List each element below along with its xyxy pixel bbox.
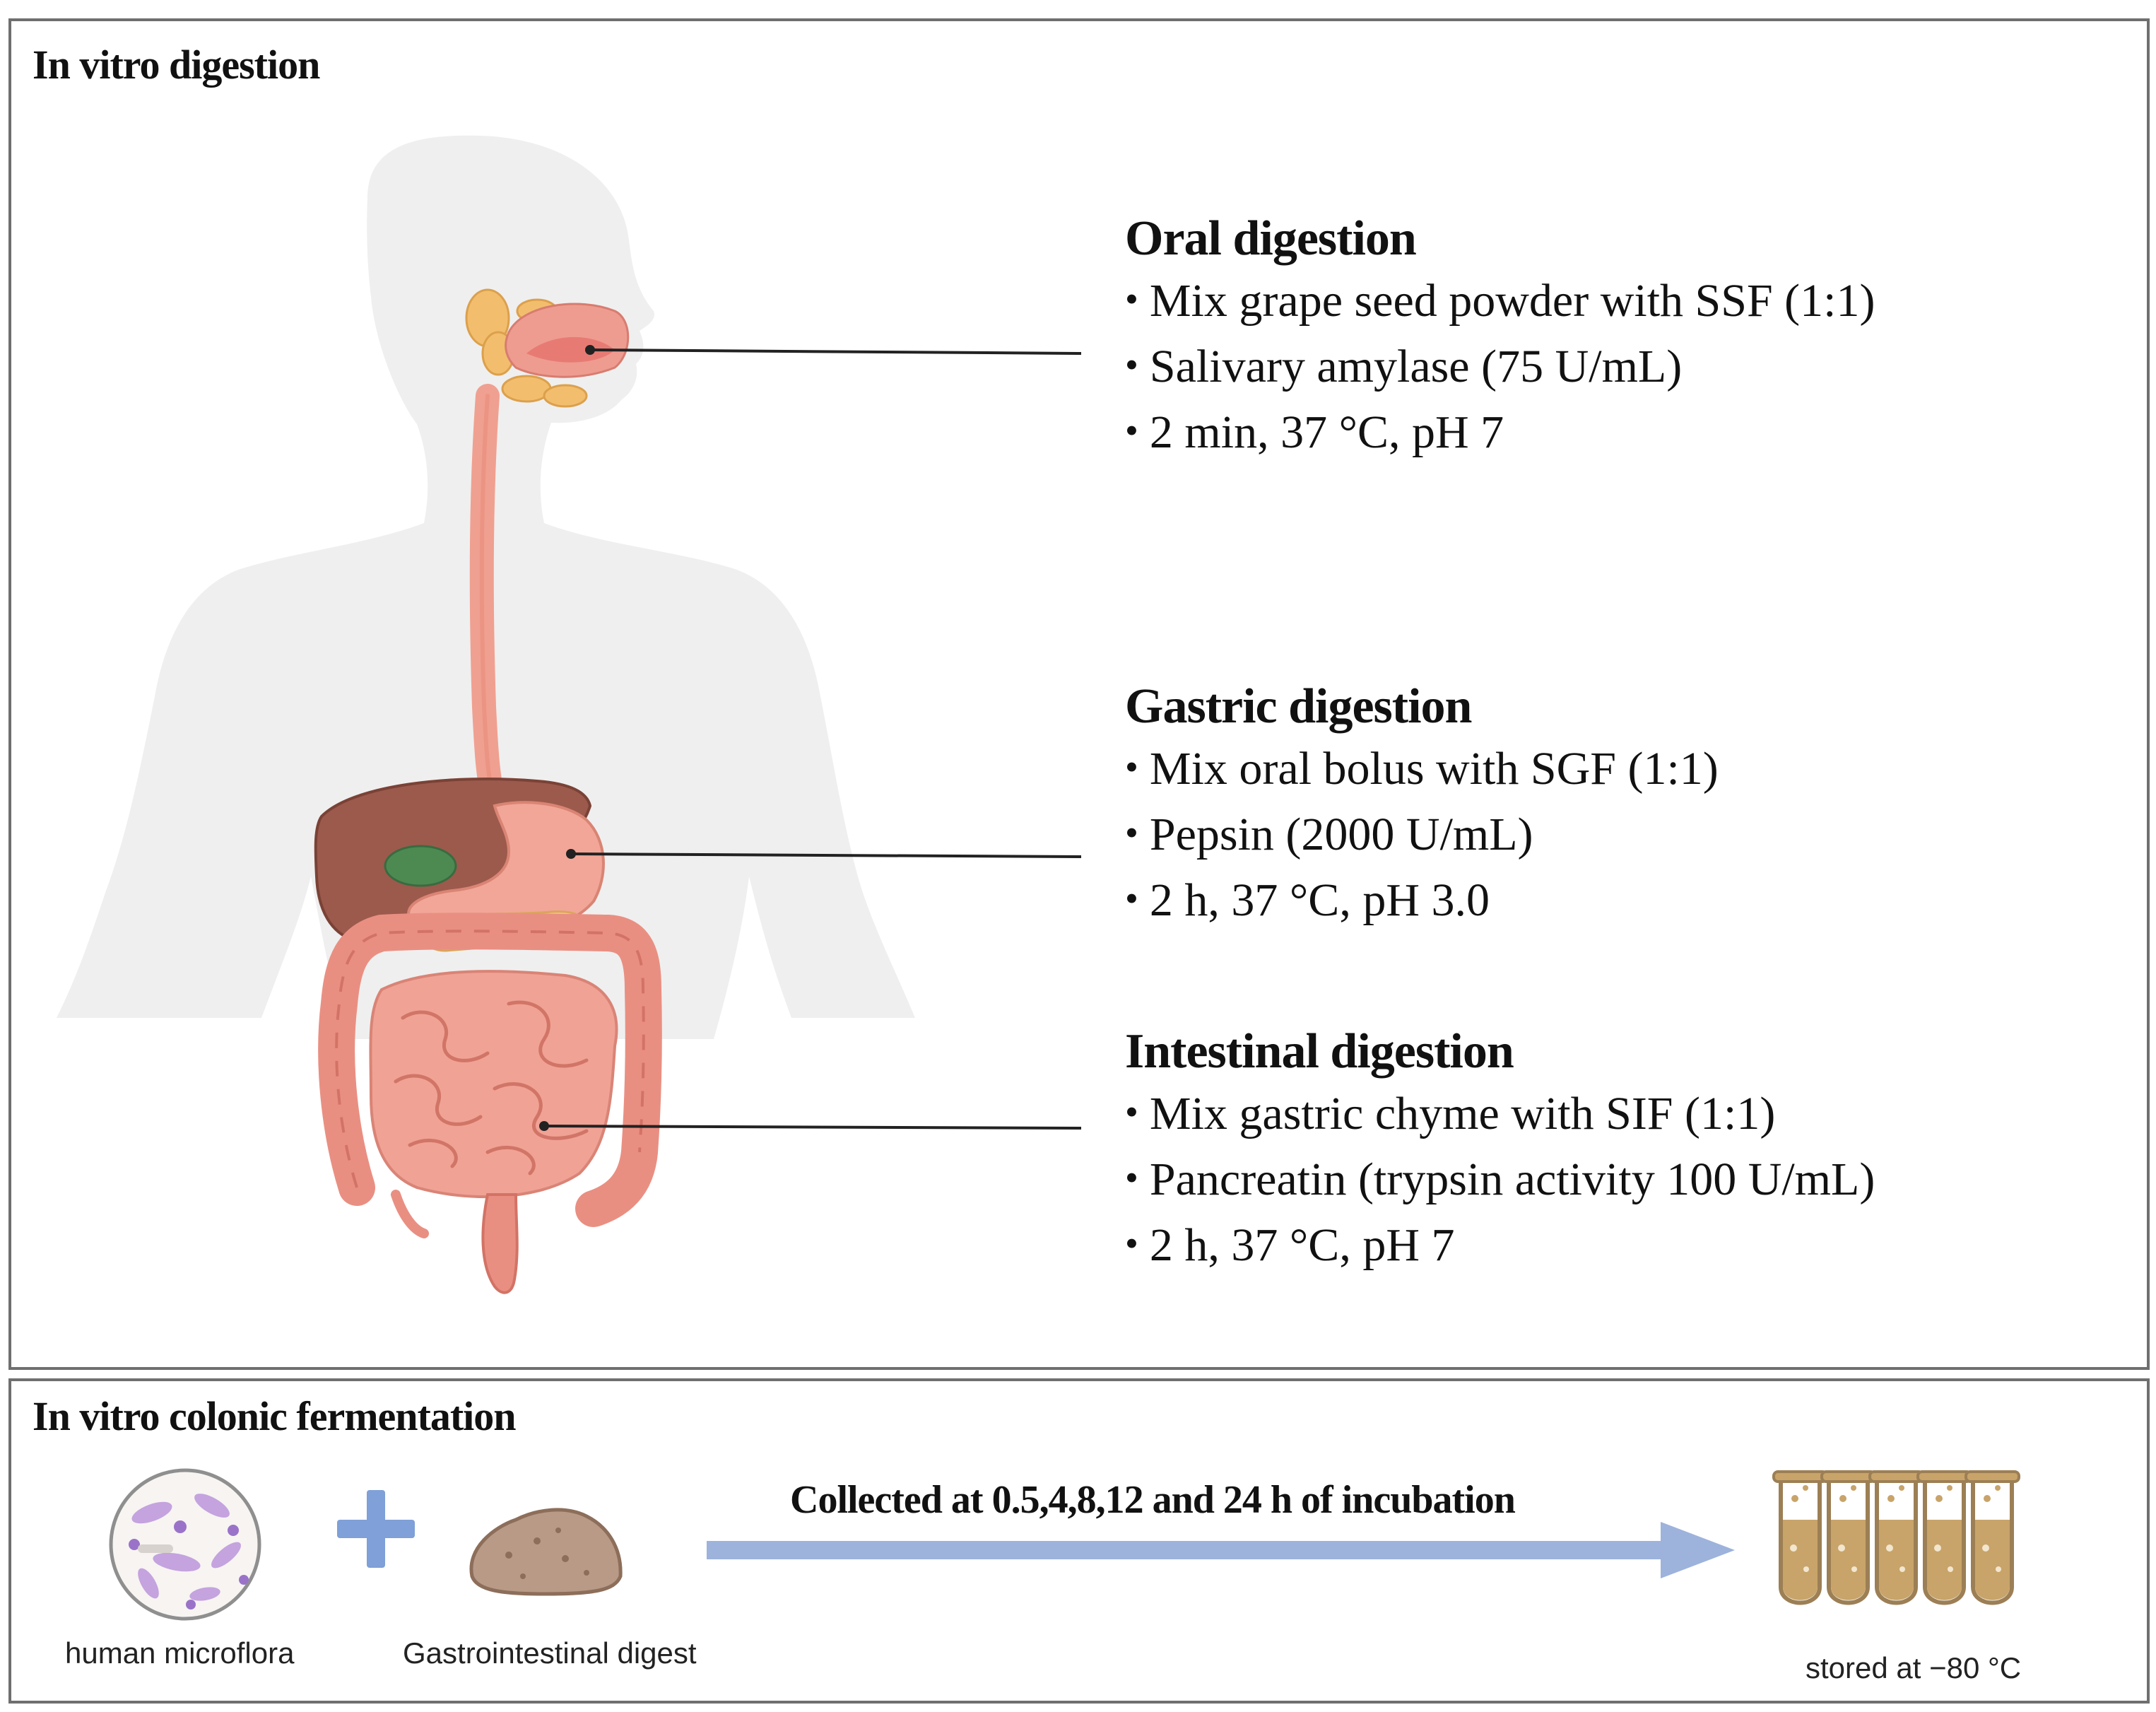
fermentation-panel-title: In vitro colonic fermentation <box>33 1393 517 1439</box>
process-arrow <box>707 1522 1735 1578</box>
digest-label: Gastrointestinal digest <box>403 1636 697 1670</box>
salivary-glands <box>465 288 588 408</box>
rectum <box>481 1193 519 1294</box>
intestinal-leader-dot <box>539 1121 549 1131</box>
test-tubes-icon <box>1772 1470 2020 1605</box>
oral-item-1: Mix grape seed powder with SSF (1:1) <box>1125 269 1875 335</box>
gastric-leader-line <box>570 852 1082 858</box>
oral-leader-dot <box>585 345 595 355</box>
gastric-item-1: Mix oral bolus with SGF (1:1) <box>1125 737 1719 803</box>
appendix <box>391 1190 429 1238</box>
oral-leader-line <box>589 348 1082 355</box>
storage-label: stored at −80 °C <box>1805 1651 2022 1684</box>
plus-sign-icon <box>337 1490 415 1568</box>
gastric-digestion-block: Gastric digestion Mix oral bolus with SG… <box>1125 676 1719 934</box>
digest-pile-icon <box>469 1508 623 1596</box>
gastric-digestion-title: Gastric digestion <box>1125 679 1472 734</box>
intestinal-digestion-block: Intestinal digestion Mix gastric chyme w… <box>1125 1021 1875 1279</box>
intestinal-item-3: 2 h, 37 °C, pH 7 <box>1125 1214 1875 1279</box>
oral-digestion-block: Oral digestion Mix grape seed powder wit… <box>1125 209 1875 467</box>
arrow-label: Collected at 0.5,4,8,12 and 24 h of incu… <box>790 1478 1516 1522</box>
oral-item-3: 2 min, 37 °C, pH 7 <box>1125 401 1875 467</box>
gastric-item-2: Pepsin (2000 U/mL) <box>1125 803 1719 869</box>
gastric-leader-dot <box>566 849 576 859</box>
oral-digestion-title: Oral digestion <box>1125 211 1417 266</box>
gastric-item-3: 2 h, 37 °C, pH 3.0 <box>1125 869 1719 934</box>
intestinal-item-2: Pancreatin (trypsin activity 100 U/mL) <box>1125 1148 1875 1214</box>
microflora-label: human microflora <box>65 1636 295 1670</box>
intestinal-item-1: Mix gastric chyme with SIF (1:1) <box>1125 1082 1875 1148</box>
microflora-icon <box>109 1468 261 1621</box>
digestion-panel-title: In vitro digestion <box>33 42 320 88</box>
gallbladder <box>384 845 457 887</box>
tongue <box>526 336 615 363</box>
intestinal-leader-line <box>543 1125 1082 1130</box>
oral-item-2: Salivary amylase (75 U/mL) <box>1125 335 1875 401</box>
intestinal-digestion-title: Intestinal digestion <box>1125 1024 1514 1079</box>
